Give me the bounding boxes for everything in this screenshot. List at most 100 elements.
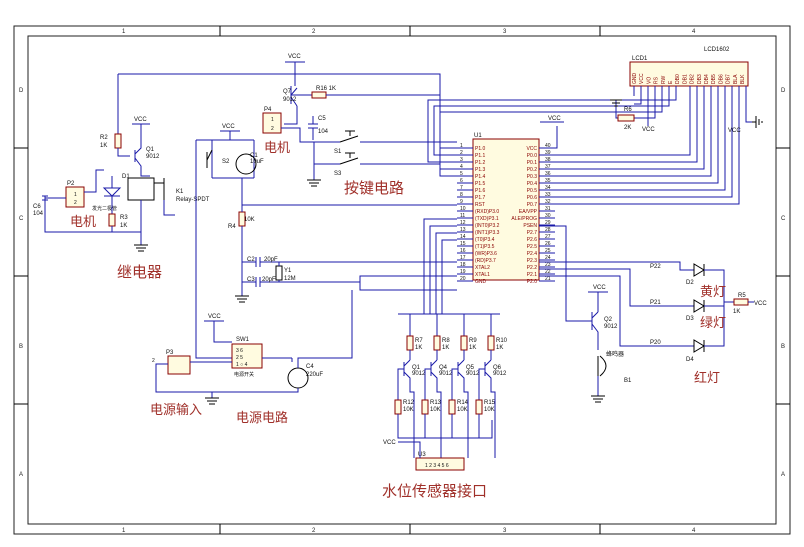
transistor-type: 9012 bbox=[493, 371, 507, 377]
mcu-pin-num-left: 5 bbox=[460, 171, 463, 177]
base-wire bbox=[478, 368, 485, 400]
mcu-pin-label-left: (TXD)P3.1 bbox=[475, 216, 499, 222]
s3-ref: S3 bbox=[334, 171, 342, 177]
mcu-pin-num-right: 21 bbox=[545, 276, 551, 282]
vcc-q7: VCC bbox=[288, 54, 301, 60]
col-label-3: 3 bbox=[503, 29, 507, 35]
reset-circuit: VCC S2 C1 10uF 10K R4 bbox=[195, 124, 457, 359]
r3-value: 1K bbox=[120, 223, 127, 229]
r-bot-body bbox=[421, 399, 429, 415]
mcu-pin-num-left: 3 bbox=[460, 157, 463, 163]
base-wire bbox=[424, 368, 431, 400]
relay-section: R2 1K VCC Q1 9012 K1 Relay-SPDT D1 发光二极管… bbox=[33, 73, 457, 281]
base-wire bbox=[451, 368, 458, 400]
lcd-pin-label: VO bbox=[646, 77, 652, 84]
mcu-pin-num-right: 32 bbox=[545, 199, 551, 205]
mcu-pin-num-right: 23 bbox=[545, 262, 551, 268]
mcu-pin-num-left: 10 bbox=[460, 206, 466, 212]
mcu-pin-label-right: P0.3 bbox=[527, 174, 538, 180]
r2-value: 1K bbox=[100, 143, 107, 149]
label-power-circuit: 电源电路 bbox=[236, 410, 288, 426]
row-label-b: B bbox=[19, 344, 23, 350]
q7-transistor: VCC Q7 9012 R16 1K bbox=[283, 54, 440, 125]
d1-type: 发光二极管 bbox=[92, 205, 117, 212]
r5-ref: R5 bbox=[738, 293, 746, 299]
mcu-pin-num-left: 19 bbox=[460, 269, 466, 275]
r-bot-ref: R12 bbox=[403, 400, 415, 406]
label-motor-left: 电机 bbox=[70, 215, 96, 230]
lcd-pin-label: DB1 bbox=[682, 74, 688, 84]
mcu-pin-label-right: P0.4 bbox=[527, 181, 538, 187]
c5-ref: C5 bbox=[318, 116, 326, 122]
sensor-wire bbox=[490, 386, 496, 458]
vcc-power: VCC bbox=[208, 314, 221, 320]
transistor-type: 9012 bbox=[439, 371, 453, 377]
mcu-pin-label-left: P1.6 bbox=[475, 188, 486, 194]
row-label-a-right: A bbox=[781, 472, 785, 478]
u3-pins: 1 2 3 4 5 6 bbox=[425, 463, 449, 469]
r-bot-ref: R15 bbox=[484, 400, 496, 406]
mcu-pin-label-right: ALE/PROG bbox=[511, 216, 537, 222]
d3-ref: D3 bbox=[686, 316, 694, 322]
lcd-pin-label: RW bbox=[661, 75, 667, 84]
mcu-pin-label-left: P1.1 bbox=[475, 153, 486, 159]
mcu-pin-num-right: 38 bbox=[545, 157, 551, 163]
sw1-type: 电源开关 bbox=[234, 371, 254, 378]
p3-ref: P3 bbox=[166, 350, 174, 356]
mcu-pin-num-left: 20 bbox=[460, 276, 466, 282]
transistor-row: R71KQ19012R1210KR81KQ49012R1310KR91KQ590… bbox=[394, 314, 508, 458]
k1-type: Relay-SPDT bbox=[176, 197, 210, 203]
mcu-pin-num-right: 37 bbox=[545, 164, 551, 170]
r-bot-ref: R13 bbox=[430, 400, 442, 406]
c4-ref: C4 bbox=[306, 364, 314, 370]
lcd-pin-label: BLA bbox=[733, 74, 739, 84]
r-bot-value: 10K bbox=[430, 407, 441, 413]
mcu-pin-label-left: P1.3 bbox=[475, 167, 486, 173]
row-label-a: A bbox=[19, 472, 23, 478]
lcd-pin-label: BLK bbox=[740, 74, 746, 84]
d1-ref: D1 bbox=[122, 174, 130, 180]
p4-ref: P4 bbox=[264, 107, 272, 113]
c1-value: 10uF bbox=[250, 159, 264, 165]
mcu-pin-num-right: 22 bbox=[545, 269, 551, 275]
mcu-pin-label-right: EA/VPP bbox=[519, 209, 538, 215]
mcu-pin-label-left: P1.5 bbox=[475, 181, 486, 187]
sw1-pins-bot: 1 ○ 4 bbox=[236, 362, 248, 368]
mcu-pin-label-right: P0.1 bbox=[527, 160, 538, 166]
mcu-pin-num-right: 25 bbox=[545, 248, 551, 254]
r-top-body bbox=[460, 335, 468, 351]
mcu-pin-num-left: 13 bbox=[460, 227, 466, 233]
mcu-pin-label-right: P0.6 bbox=[527, 195, 538, 201]
mcu-pin-num-right: 39 bbox=[545, 150, 551, 156]
transistor-type: 9012 bbox=[466, 371, 480, 377]
mcu-pin-label-left: (RXD)P3.0 bbox=[475, 209, 499, 215]
lcd-name: LCD1602 bbox=[704, 47, 730, 53]
lcd-pin-label: VCC bbox=[639, 73, 645, 84]
water-sensor-circuit: R71KQ19012R1210KR81KQ49012R1310KR91KQ590… bbox=[382, 218, 508, 500]
c3-value: 20pF bbox=[262, 277, 276, 283]
s2-ref: S2 bbox=[222, 159, 230, 165]
label-green-led: 绿灯 bbox=[700, 316, 726, 331]
transistor-type: 9012 bbox=[412, 371, 426, 377]
b1-ref: B1 bbox=[624, 378, 632, 384]
mcu-pin-label-right: P2.0 bbox=[527, 279, 538, 285]
mcu-pin-num-left: 16 bbox=[460, 248, 466, 254]
vcc-reset: VCC bbox=[222, 124, 235, 130]
mcu-pin-label-left: P1.4 bbox=[475, 174, 486, 180]
row-label-d: D bbox=[19, 88, 24, 94]
mcu-pin-num-right: 29 bbox=[545, 220, 551, 226]
mcu-pin-label-right: P0.0 bbox=[527, 153, 538, 159]
transistor-ref: Q1 bbox=[412, 365, 421, 371]
transistor-symbol bbox=[457, 350, 465, 386]
r2-ref: R2 bbox=[100, 135, 108, 141]
lcd-pin-label: DB5 bbox=[711, 74, 717, 84]
r5-value: 1K bbox=[733, 309, 740, 315]
mcu-pin-label-right: P2.4 bbox=[527, 251, 538, 257]
mcu-pin-num-left: 14 bbox=[460, 234, 466, 240]
mcu-pin-num-left: 17 bbox=[460, 255, 466, 261]
mcu-pin-label-left: (WR)P3.6 bbox=[475, 251, 497, 257]
mcu-pin-num-right: 33 bbox=[545, 192, 551, 198]
lcd-pin-label: DB6 bbox=[718, 74, 724, 84]
